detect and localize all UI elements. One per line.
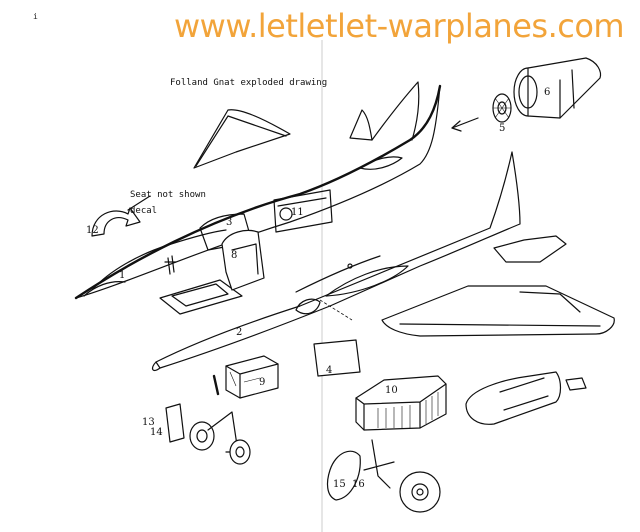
note-seat: Seat not shown	[130, 190, 206, 200]
part-label-4: 4	[326, 365, 333, 376]
page-marker: i	[33, 12, 38, 21]
part-label-16: 16	[352, 479, 365, 490]
part-label-10: 10	[385, 385, 398, 396]
part-label-9: 9	[259, 377, 266, 388]
main-gear-part	[326, 439, 441, 513]
part-label-2: 2	[236, 327, 243, 338]
upper-fuselage-half	[74, 81, 442, 300]
note-decal: decal	[130, 206, 158, 216]
part-label-6: 6	[544, 87, 551, 98]
compressor-face-part	[492, 93, 512, 123]
part-label-14: 14	[150, 427, 163, 438]
part-label-13: 13	[142, 417, 155, 428]
part-label-1: 1	[119, 270, 126, 281]
panel-part	[313, 339, 361, 377]
part-label-11: 11	[291, 207, 304, 218]
drawing-title: Folland Gnat exploded drawing	[170, 78, 328, 88]
part-label-5: 5	[499, 123, 506, 134]
decal-arrow	[91, 207, 141, 237]
part-label-15: 15	[333, 479, 346, 490]
watermark-url: www.letletlet-warplanes.com	[174, 7, 625, 45]
cockpit-tub-part	[159, 229, 265, 315]
ventral-box-part	[355, 375, 447, 431]
jet-pipe-part	[513, 57, 602, 119]
part-label-8: 8	[231, 250, 238, 261]
assembly-arrow	[451, 117, 479, 129]
part-label-12: 12	[86, 225, 99, 236]
equipment-box-part	[212, 355, 279, 399]
decal-leader	[127, 195, 151, 211]
nose-gear-part	[165, 403, 251, 465]
wing-part	[381, 285, 615, 337]
assembly-arrow-head	[451, 120, 462, 132]
lower-fuselage-part	[151, 151, 567, 372]
part-label-3: 3	[226, 217, 233, 228]
drop-tank-part	[465, 371, 587, 425]
